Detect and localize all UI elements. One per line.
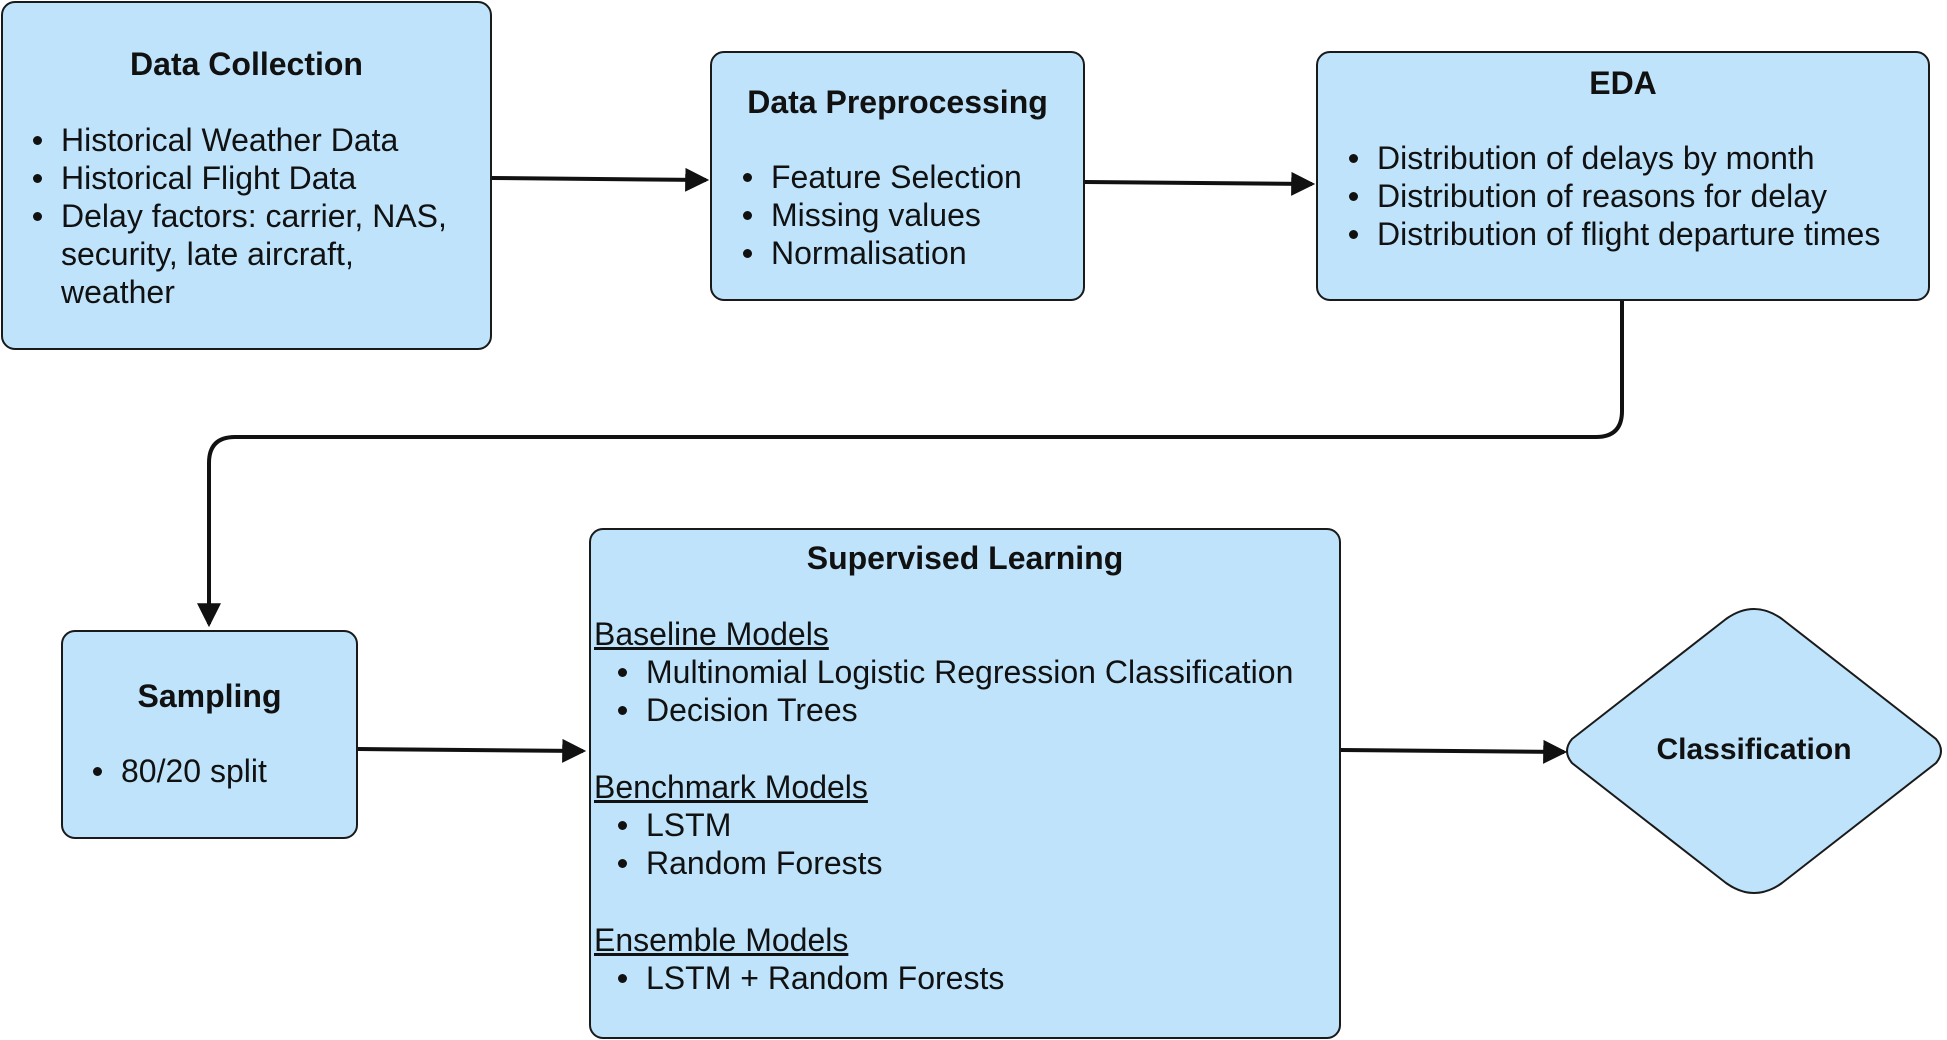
data-collection-list: Historical Weather Data Historical Fligh…	[30, 121, 447, 311]
eda-list: Distribution of delays by month Distribu…	[1346, 139, 1880, 253]
list-item: Multinomial Logistic Regression Classifi…	[615, 653, 1293, 691]
list-item-continued: weather	[61, 274, 175, 310]
list-item: Decision Trees	[615, 691, 1293, 729]
list-item: Missing values	[740, 196, 1022, 234]
ensemble-models-heading: Ensemble Models	[594, 922, 849, 958]
benchmark-models-heading: Benchmark Models	[594, 769, 868, 805]
list-item: Feature Selection	[740, 158, 1022, 196]
eda-title: EDA	[1589, 65, 1657, 101]
supervised-learning-title: Supervised Learning	[806, 540, 1124, 576]
arrow-eda-to-sampling	[197, 301, 1624, 628]
data-collection-box: Data Collection Historical Weather Data …	[1, 1, 492, 350]
list-item: LSTM + Random Forests	[615, 959, 1004, 997]
baseline-models-list: Multinomial Logistic Regression Classifi…	[615, 653, 1293, 729]
list-item: Distribution of reasons for delay	[1346, 177, 1880, 215]
sampling-box: Sampling 80/20 split	[61, 630, 358, 839]
list-item: Delay factors: carrier, NAS,	[30, 197, 447, 235]
eda-box: EDA Distribution of delays by month Dist…	[1316, 51, 1930, 301]
data-preprocessing-list: Feature Selection Missing values Normali…	[740, 158, 1022, 272]
classification-diamond	[1566, 608, 1942, 894]
data-preprocessing-title: Data Preprocessing	[747, 84, 1048, 120]
list-item: Historical Weather Data	[30, 121, 447, 159]
list-item: Random Forests	[615, 844, 883, 882]
arrow-data-collection-to-preprocessing	[491, 167, 710, 192]
baseline-models-heading: Baseline Models	[594, 616, 829, 652]
sampling-list: 80/20 split	[90, 752, 267, 790]
list-item: 80/20 split	[90, 752, 267, 790]
list-item: Normalisation	[740, 234, 1022, 272]
benchmark-models-list: LSTM Random Forests	[615, 806, 883, 882]
list-item: Distribution of delays by month	[1346, 139, 1880, 177]
arrow-supervised-to-classification	[1340, 739, 1568, 764]
list-item: Distribution of flight departure times	[1346, 215, 1880, 253]
arrow-preprocessing-to-eda	[1084, 171, 1316, 196]
list-item-continued: security, late aircraft,	[61, 236, 354, 272]
classification-label: Classification	[1656, 733, 1852, 766]
ensemble-models-list: LSTM + Random Forests	[615, 959, 1004, 997]
sampling-title: Sampling	[137, 678, 282, 714]
list-item: LSTM	[615, 806, 883, 844]
data-preprocessing-box: Data Preprocessing Feature Selection Mis…	[710, 51, 1085, 301]
arrow-sampling-to-supervised	[357, 738, 587, 763]
data-collection-title: Data Collection	[130, 46, 363, 82]
list-item: Historical Flight Data	[30, 159, 447, 197]
supervised-learning-box: Supervised Learning Baseline Models Mult…	[589, 528, 1341, 1039]
